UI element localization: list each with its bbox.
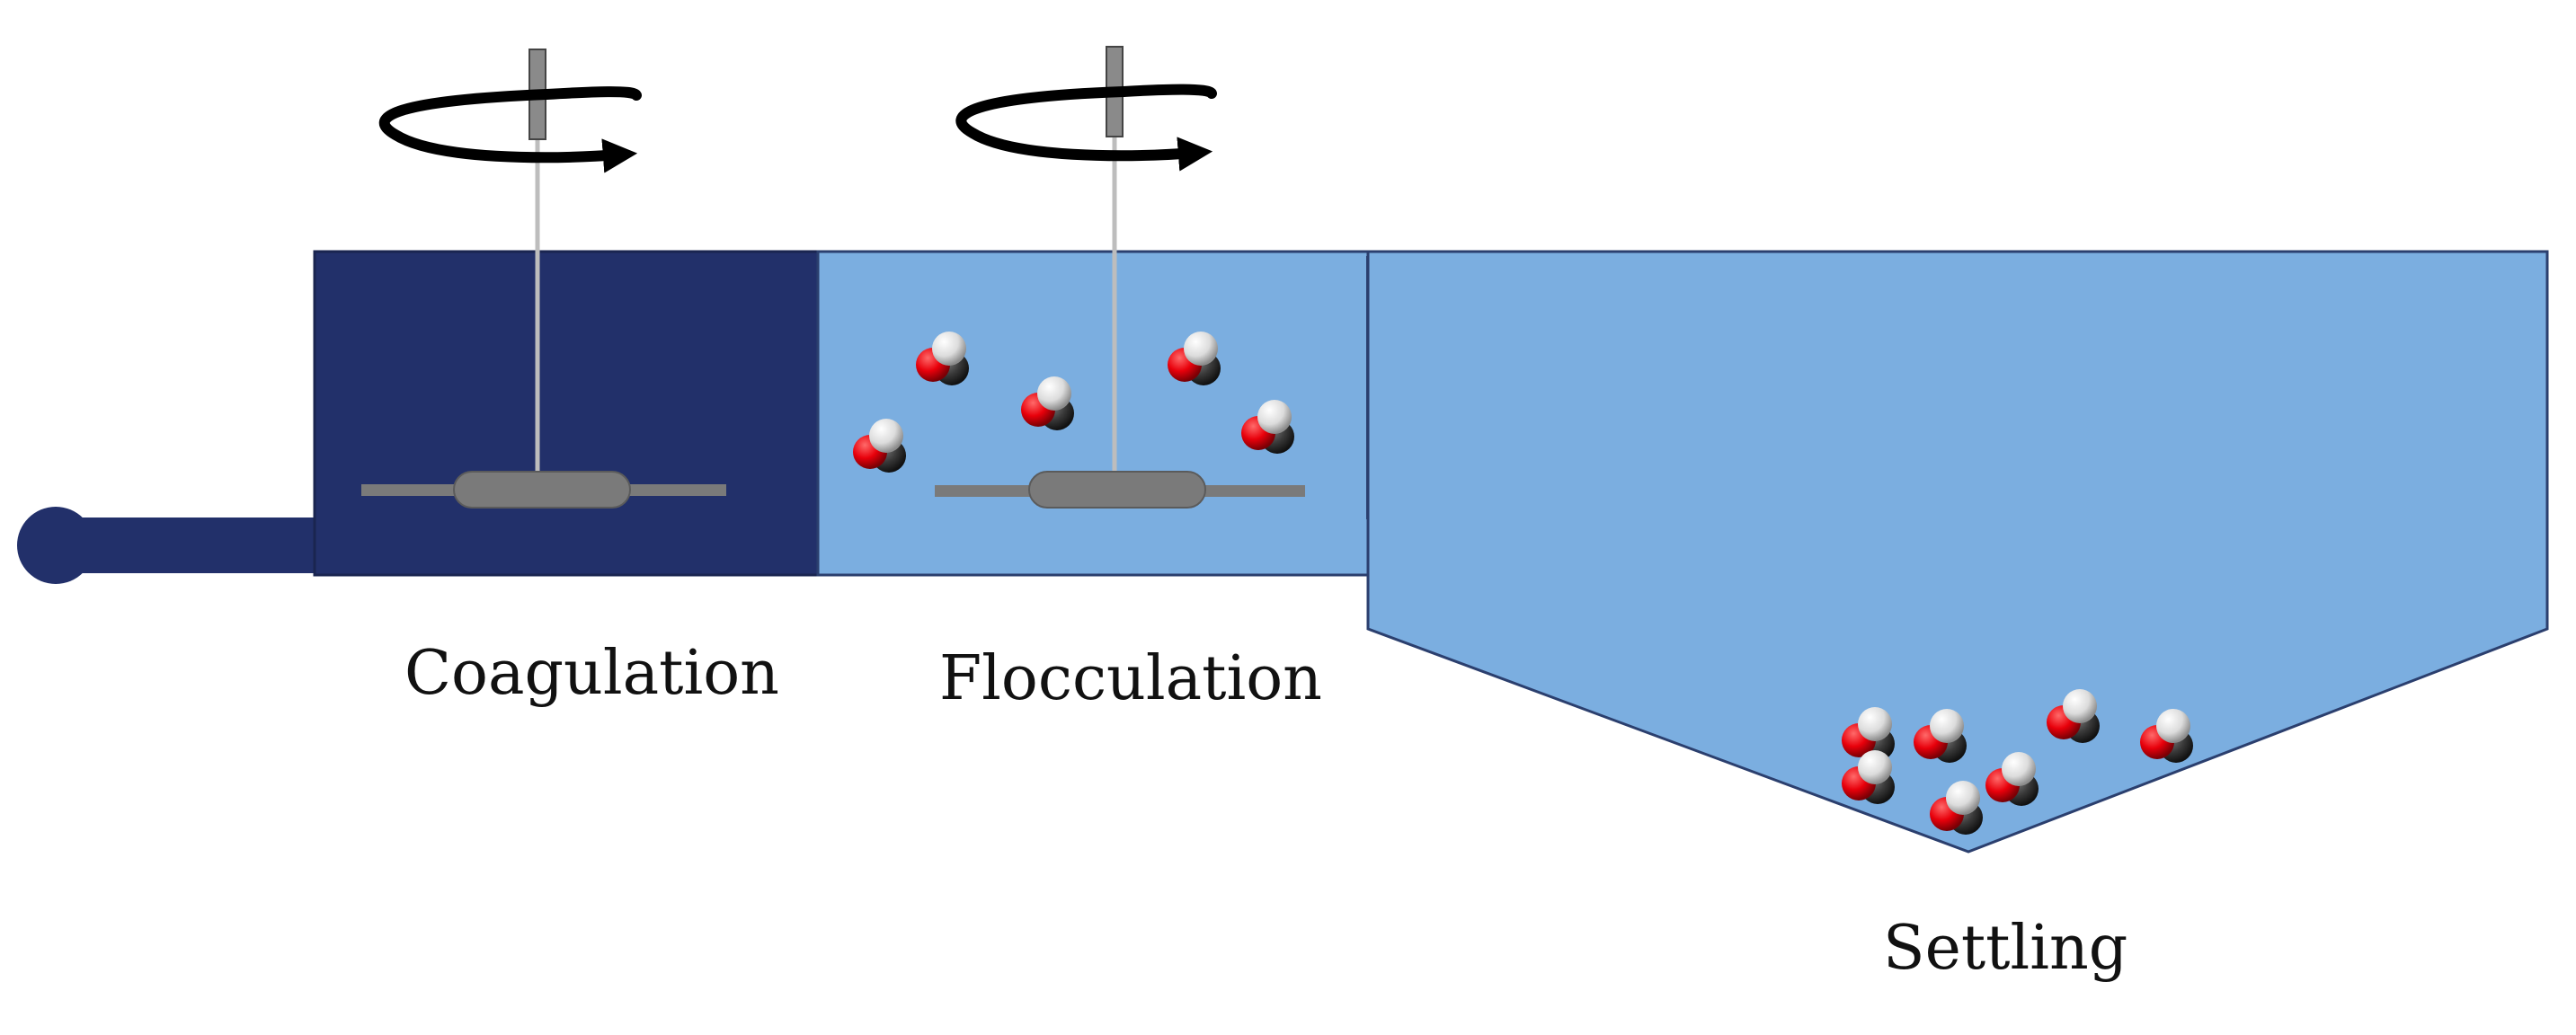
impeller-hub — [453, 471, 631, 509]
rotation-arrow-back — [541, 86, 642, 101]
rotation-arrow-icon — [378, 89, 638, 173]
settling-label: Settling — [1883, 913, 2127, 984]
impeller-hub — [1028, 471, 1206, 509]
flocculation-label: Flocculation — [939, 643, 1322, 714]
inlet-pipe — [17, 507, 319, 584]
flocculation-mixer — [935, 46, 1305, 509]
coagulation-label: Coagulation — [404, 638, 779, 709]
settling-tank — [1366, 250, 2549, 854]
coagulation-mixer — [361, 49, 726, 509]
coagulation-tank — [313, 250, 820, 577]
rotation-arrow-back — [1118, 84, 1217, 99]
rotation-arrow-icon — [955, 86, 1213, 172]
